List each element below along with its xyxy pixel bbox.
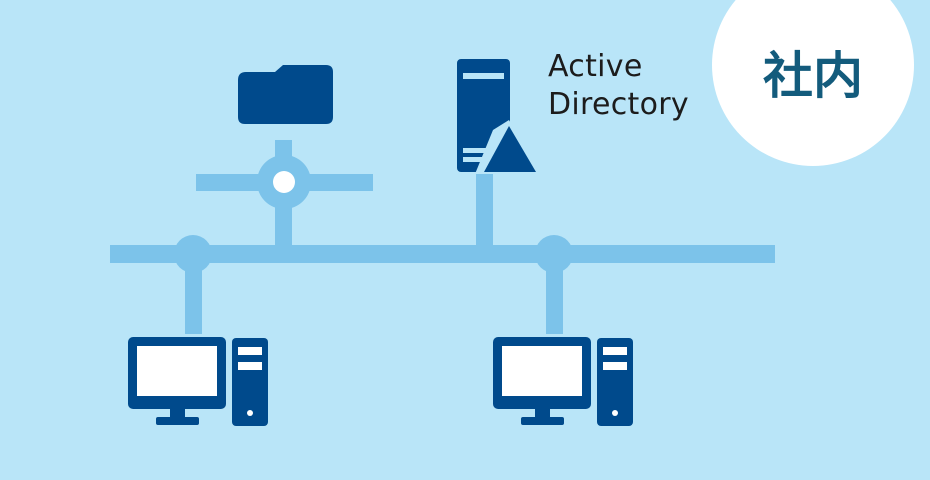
folder-icon (238, 65, 333, 124)
desktop-computer-icon (493, 337, 633, 426)
link-server (476, 160, 493, 254)
server-label-line1: Active (548, 49, 643, 84)
folder-hub-center (273, 171, 295, 193)
scope-badge (712, 0, 914, 166)
server-label: Active Directory (548, 48, 689, 124)
link-client-1 (185, 254, 202, 334)
server-label-line2: Directory (548, 87, 689, 122)
scope-badge-label: 社内 (763, 47, 863, 105)
desktop-computer-icon (128, 337, 268, 426)
server-icon (457, 59, 540, 174)
link-client-2 (546, 254, 563, 334)
